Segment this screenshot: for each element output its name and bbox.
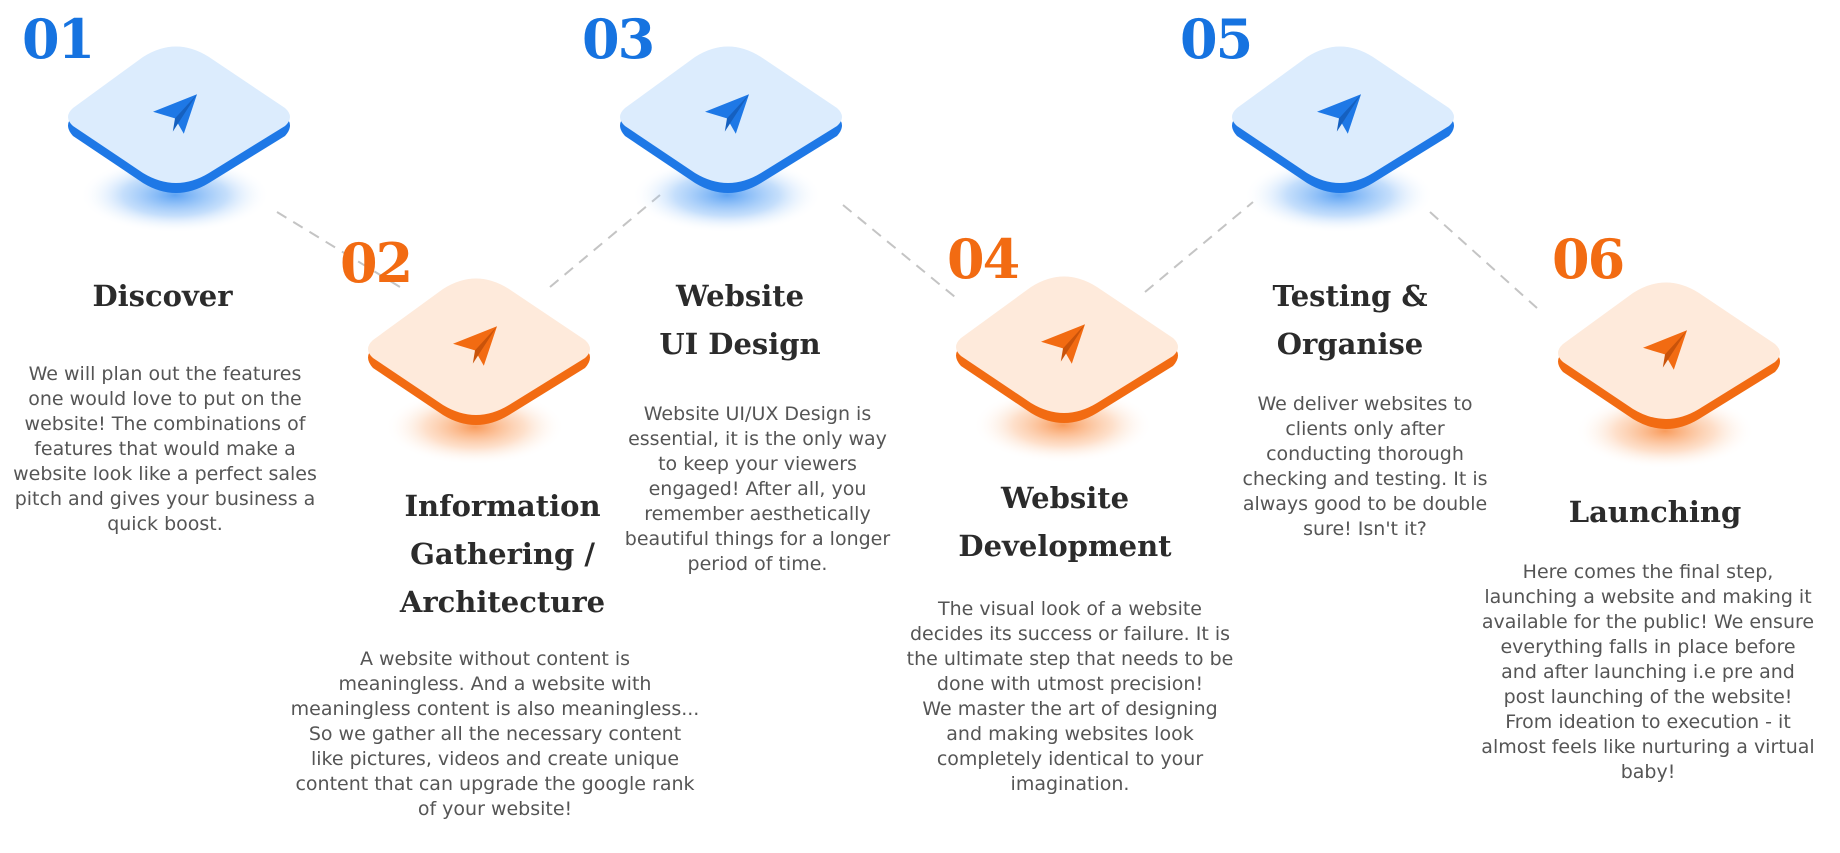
paper-plane-icon [453, 326, 497, 366]
paper-plane-icon [1041, 324, 1085, 364]
connector-line [1429, 211, 1538, 309]
step-tile [956, 276, 1178, 463]
step-title: Website UI Design [659, 279, 821, 361]
step-title: Testing & Organise [1272, 279, 1428, 361]
step-number: 03 [582, 7, 655, 71]
step-description: The visual look of a website decides its… [906, 598, 1234, 795]
step-number: 06 [1552, 227, 1625, 291]
step-title: Information Gathering / Architecture [399, 489, 606, 619]
paper-plane-icon [153, 94, 197, 134]
step-tile [620, 46, 842, 233]
step-tile [1558, 282, 1780, 469]
step-description: Here comes the final step, launching a w… [1481, 561, 1815, 783]
step-tile [368, 278, 590, 465]
step-title: Launching [1568, 495, 1742, 529]
step-description: We deliver websites to clients only afte… [1242, 393, 1488, 540]
step-number: 04 [947, 227, 1020, 291]
connector-line [842, 204, 956, 298]
step-description: Website UI/UX Design is essential, it is… [624, 403, 891, 575]
step-description: We will plan out the features one would … [13, 363, 317, 535]
paper-plane-icon [1643, 330, 1687, 370]
step-number: 05 [1180, 7, 1253, 71]
step-number: 02 [340, 231, 413, 295]
step-tile [1232, 46, 1454, 233]
connector-line [276, 211, 401, 288]
connector-line [1144, 201, 1254, 293]
step-description: A website without content is meaningless… [290, 648, 700, 820]
step-tile [68, 46, 290, 233]
paper-plane-icon [1317, 94, 1361, 134]
step-title: Discover [92, 279, 233, 313]
step-title: Website Development [958, 481, 1172, 563]
paper-plane-icon [705, 94, 749, 134]
step-number: 01 [22, 7, 95, 71]
